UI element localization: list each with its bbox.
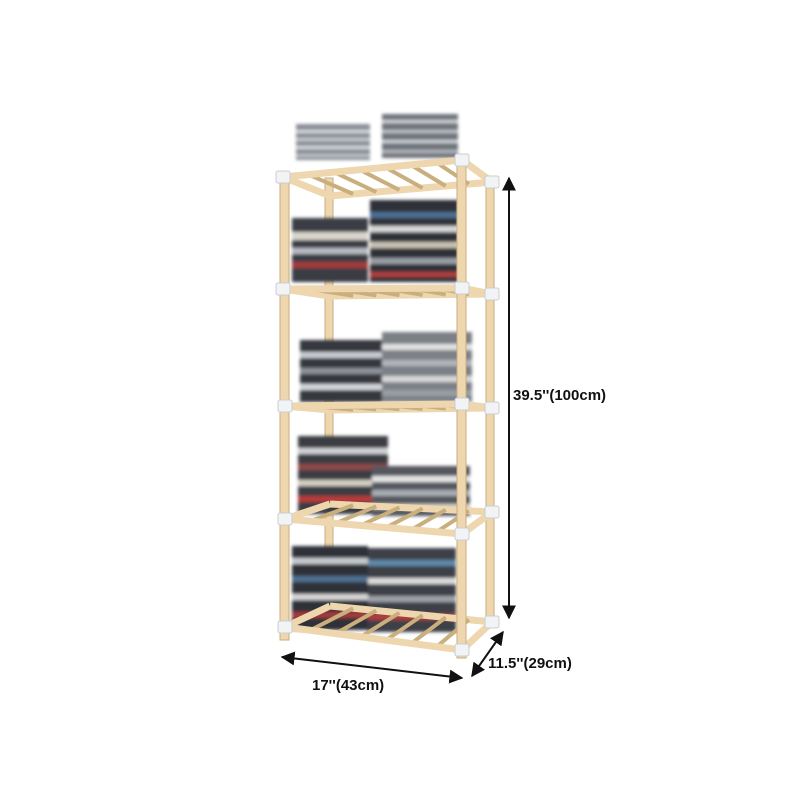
shelf-slat (307, 172, 354, 196)
shelf-slat (385, 613, 424, 642)
corner-connector (484, 505, 500, 519)
corner-connector (454, 153, 470, 167)
depth-dimension-label: 11.5''(29cm) (488, 655, 572, 672)
corner-connector (454, 281, 470, 295)
books-shelf2 (292, 200, 458, 282)
depth-arrow (471, 630, 504, 678)
shelf-front-rail (282, 284, 463, 293)
shelf-slat (385, 506, 424, 530)
shelf-slat (334, 608, 378, 636)
shelf-slat (409, 163, 447, 188)
corner-connector (454, 527, 470, 541)
books-shelf3 (300, 332, 472, 402)
books-top-right (382, 114, 458, 158)
width-arrow (280, 651, 464, 684)
corner-connector (275, 170, 291, 184)
shelf-slat (410, 615, 447, 646)
corner-connector (454, 643, 470, 657)
back-right-post (485, 177, 495, 619)
corner-connector (277, 620, 293, 634)
height-dimension-label: 39.5''(100cm) (513, 387, 607, 404)
book-stacks (292, 114, 472, 632)
shelf-front-rail (284, 400, 463, 410)
corner-connector (275, 282, 291, 296)
width-dimension-label: 17''(43cm) (312, 677, 385, 694)
shelf-front-rail (282, 156, 463, 181)
shelf-slat (359, 611, 401, 639)
shelf-slat (360, 505, 401, 528)
shelf-left-rail (281, 173, 332, 200)
shelf-slat (309, 606, 355, 633)
corner-connector (454, 397, 470, 411)
shelf-slat (333, 170, 378, 194)
corner-connector (484, 287, 500, 301)
shelf-slat (410, 507, 447, 532)
corner-connector (277, 512, 293, 526)
shelf-front-rail (284, 515, 463, 538)
dimension-arrows (280, 176, 516, 684)
books-top-left (296, 124, 370, 160)
corner-connector (484, 615, 500, 629)
shelf-slat (384, 165, 424, 190)
corner-connector (484, 401, 500, 415)
shelf-front-rail (284, 623, 463, 654)
corner-connector (277, 399, 293, 413)
shelf-slat (358, 167, 401, 192)
corner-connector (484, 175, 500, 189)
connectors (275, 153, 500, 657)
